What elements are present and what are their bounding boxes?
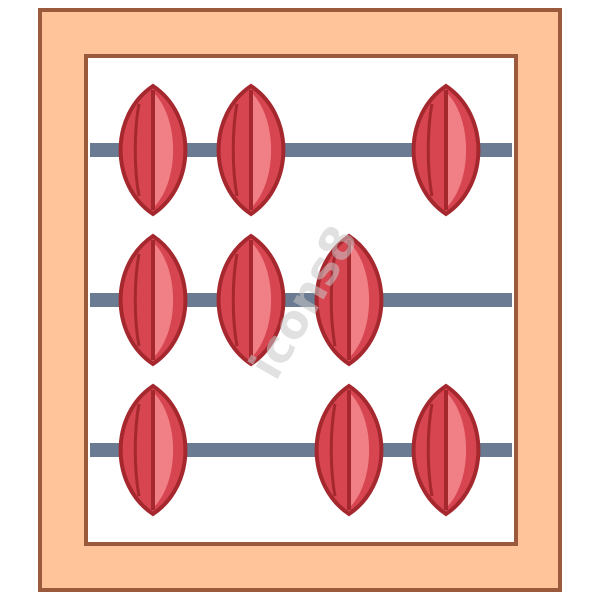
abacus-rod	[90, 293, 512, 307]
abacus-bead	[118, 233, 188, 367]
abacus-rod	[90, 143, 512, 157]
abacus-bead	[314, 233, 384, 367]
abacus-rods	[90, 143, 512, 457]
abacus-bead	[216, 233, 286, 367]
abacus-bead	[411, 383, 481, 517]
abacus-bead	[118, 383, 188, 517]
abacus-beads	[118, 83, 481, 517]
abacus-bead	[118, 83, 188, 217]
abacus-rod	[90, 443, 512, 457]
abacus-bead	[314, 383, 384, 517]
abacus-bead	[411, 83, 481, 217]
abacus-bead	[216, 83, 286, 217]
